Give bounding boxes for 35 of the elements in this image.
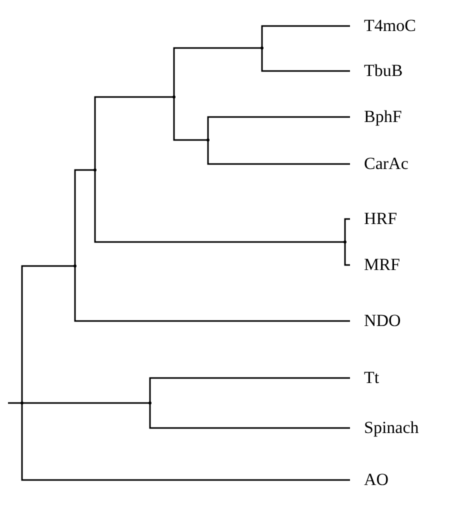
branch-point [206,138,210,142]
tree-branch [344,218,350,242]
taxon-label: Tt [364,368,380,388]
tree-branch [261,48,350,72]
tree-branch [261,25,350,48]
taxon-label: CarAc [364,154,408,174]
taxon-label: TbuB [364,61,403,81]
taxon-label: T4moC [364,16,416,36]
taxon-label: MRF [364,255,400,275]
tree-branch [74,169,95,266]
branch-point [344,240,346,244]
branch-point [172,96,176,98]
branch-point [260,46,264,50]
taxon-label: Spinach [364,418,419,438]
tree-branch [207,116,350,140]
branch-point [94,168,96,172]
taxon-label: HRF [364,209,398,229]
tree-branch [94,170,345,243]
tree-branch [21,403,350,481]
taxon-label: AO [364,470,389,490]
tree-branch [94,96,174,170]
tree-branch [149,377,350,403]
branch-point [20,402,24,404]
tree-branch [207,140,350,165]
tree-branch [344,242,350,266]
taxon-label: BphF [364,107,402,127]
taxon-label: NDO [364,311,401,331]
tree-branch [173,47,262,97]
tree-branch [21,402,150,404]
tree-branch [21,265,75,403]
branch-point [74,264,76,268]
branch-point [148,402,152,404]
tree-branch [149,403,350,429]
tree-branch [173,97,208,141]
tree-branch [74,266,350,322]
